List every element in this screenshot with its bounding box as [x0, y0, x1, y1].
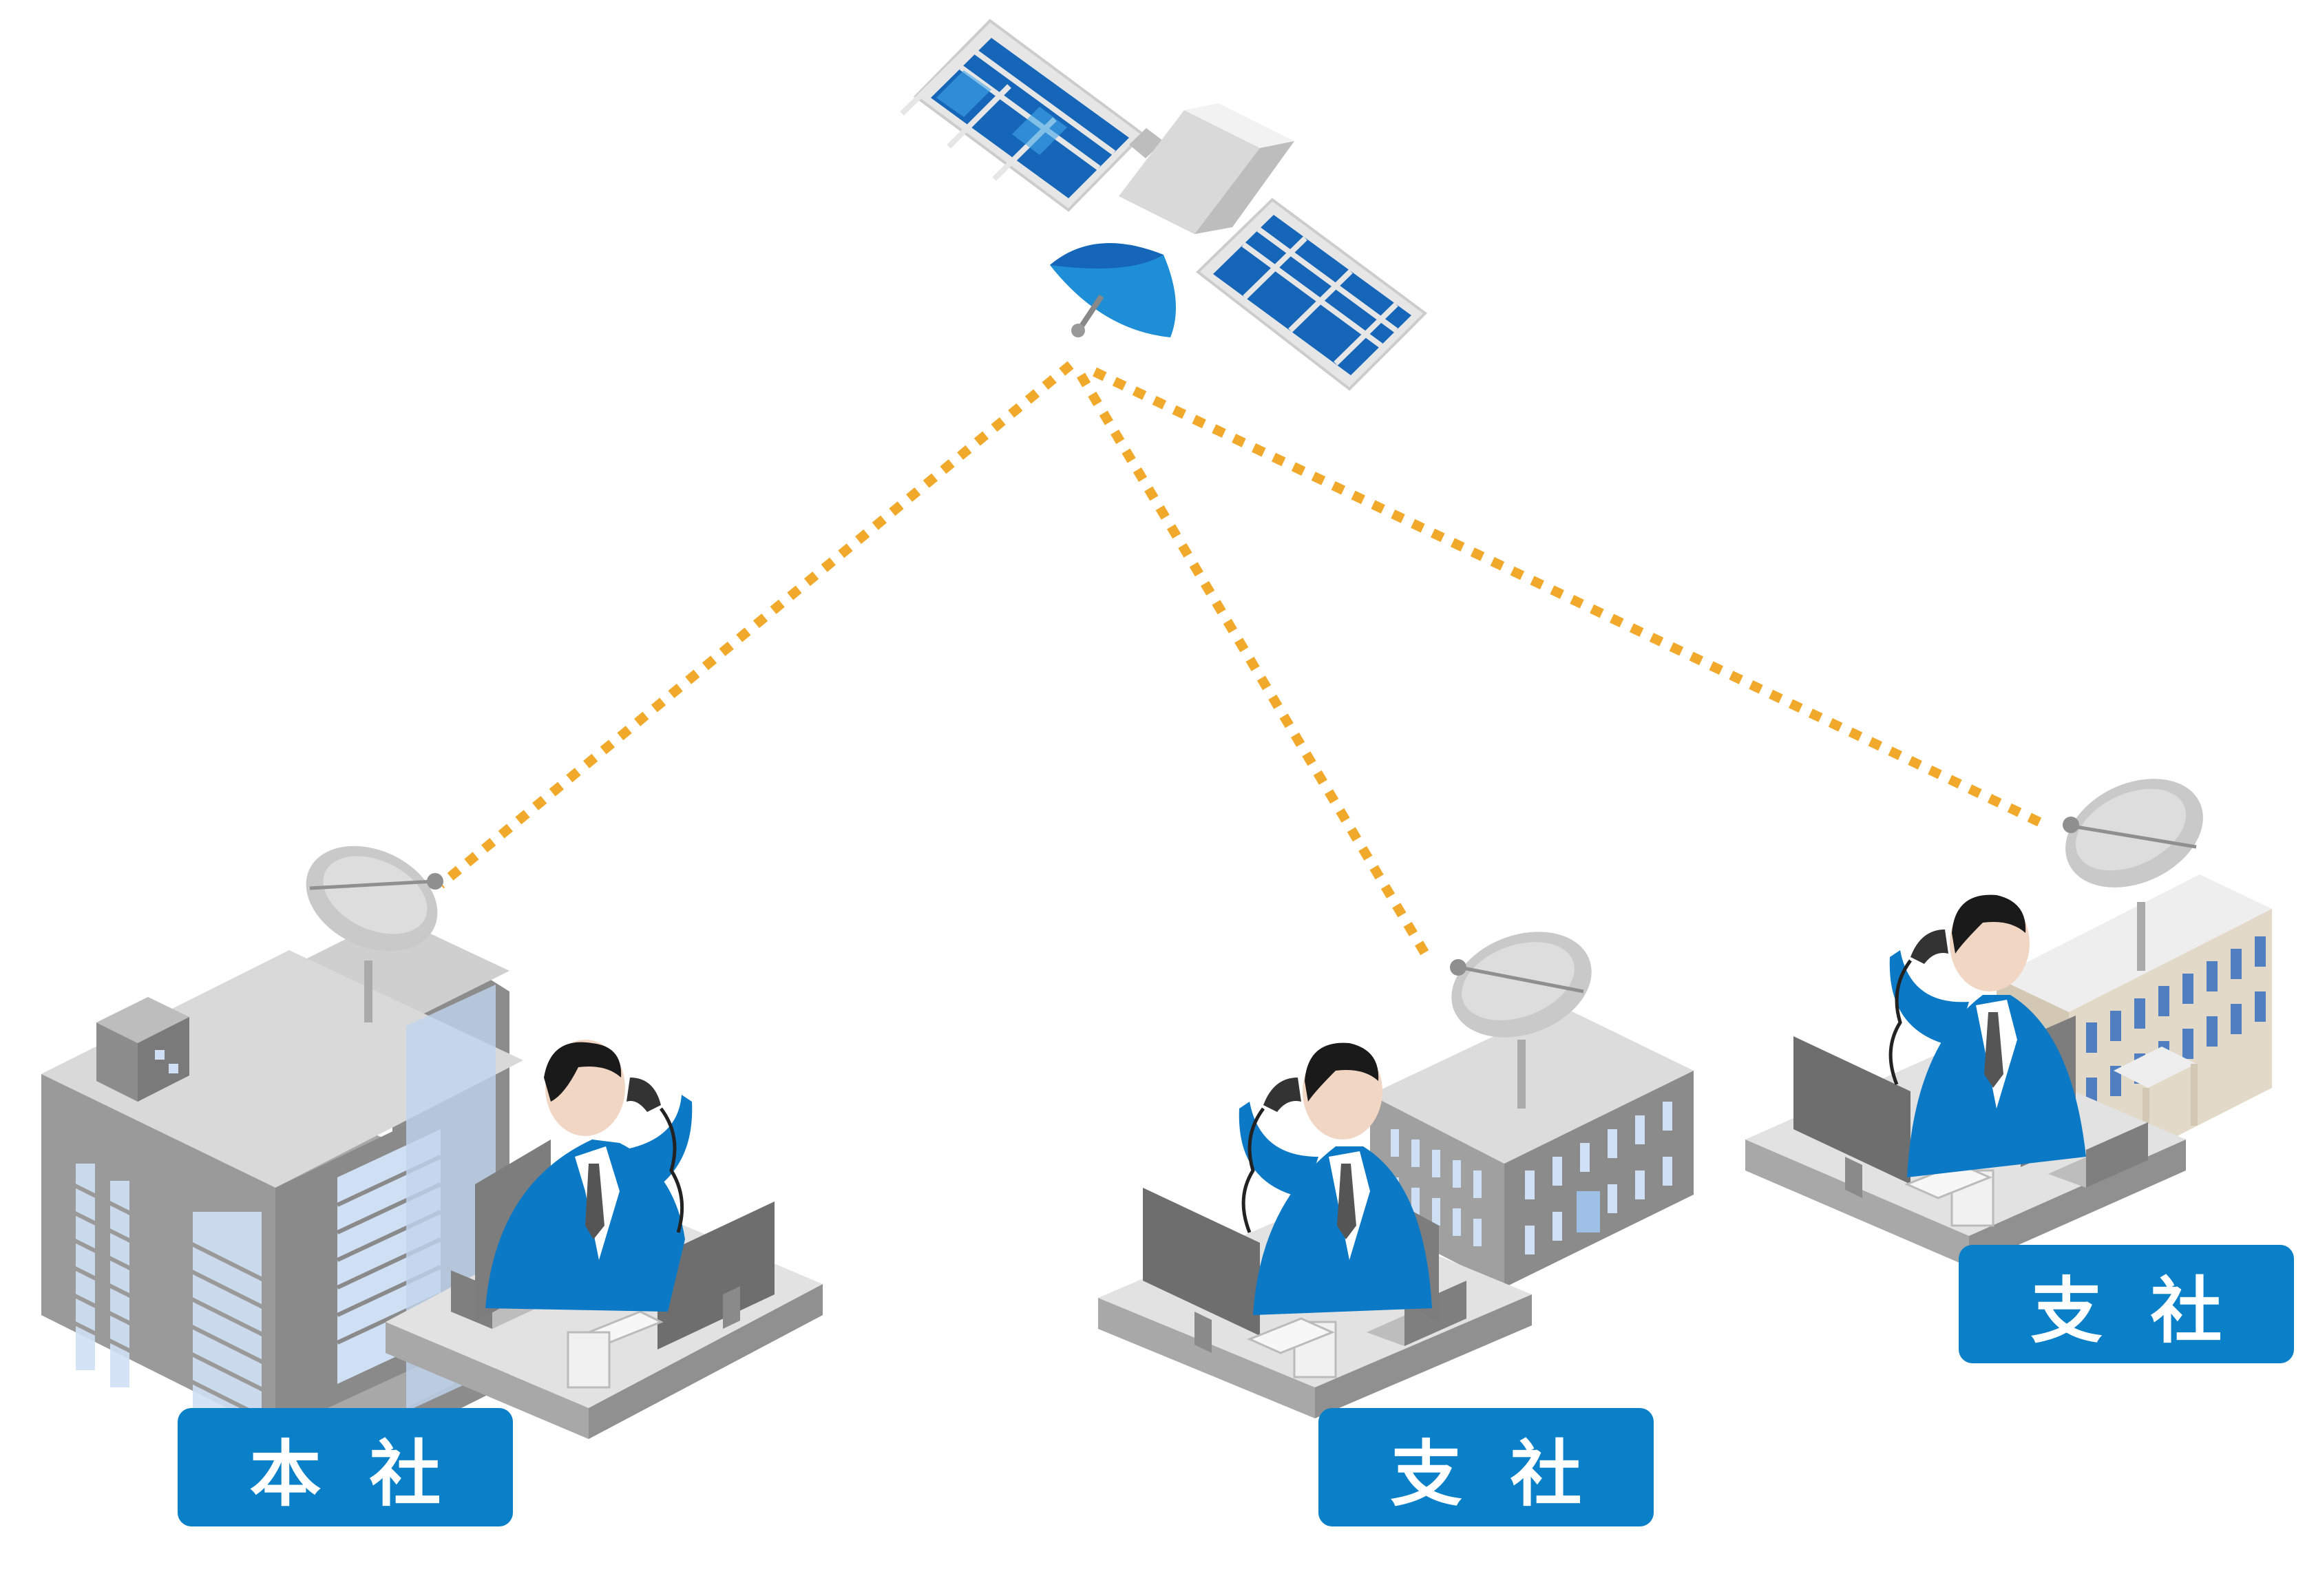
branch-center-label: 支社	[1318, 1408, 1654, 1526]
link-to-branch-center	[1076, 372, 1430, 956]
link-to-branch-right	[1092, 367, 2051, 831]
branch-right-label: 支社	[1959, 1245, 2294, 1363]
satellite-links	[437, 361, 2051, 956]
satellite-dish-icon	[2063, 779, 2203, 971]
office-worker-icon	[1888, 894, 2086, 1177]
office-worker-icon	[1239, 1042, 1439, 1322]
satellite-icon	[900, 19, 1428, 391]
branch-center-scene	[1098, 932, 1694, 1418]
satellite-dish-icon	[1450, 932, 1592, 1109]
branch-right-scene	[1745, 779, 2272, 1267]
headquarters-scene	[41, 846, 823, 1442]
headquarters-label: 本社	[178, 1408, 513, 1526]
building-icon	[1370, 1005, 1694, 1288]
office-worker-icon	[475, 1040, 693, 1322]
link-to-headquarters	[437, 361, 1074, 889]
satellite-dish-icon	[306, 846, 443, 1022]
